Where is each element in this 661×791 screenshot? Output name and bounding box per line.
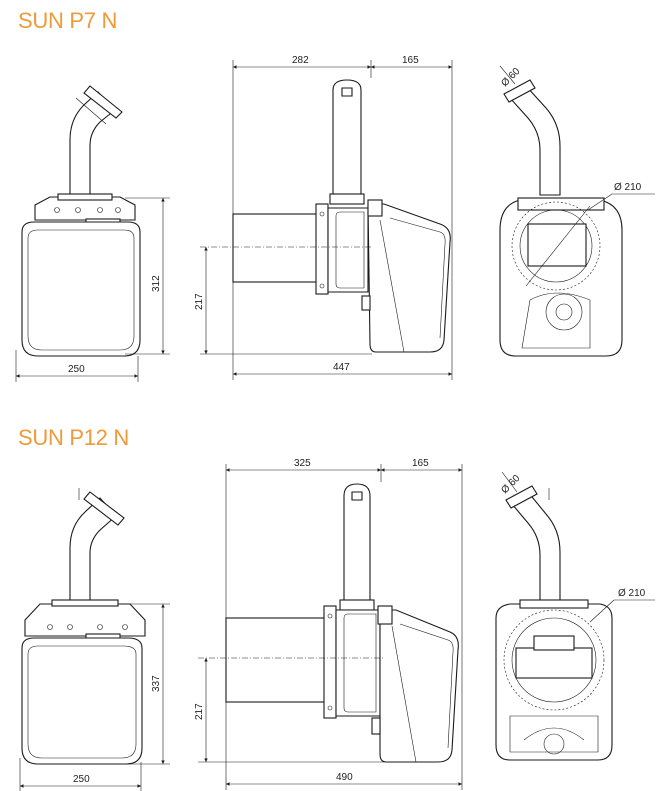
dim-back-p12 (501, 471, 655, 623)
dim-flange-diameter-p12: Ø 210 (618, 588, 646, 599)
back-view-p7 (499, 79, 623, 357)
dim-side-p7 (200, 60, 453, 380)
dim-front-height-p12: 337 (151, 675, 162, 692)
front-view-p7 (21, 85, 141, 357)
back-view-p12 (495, 485, 613, 761)
dim-front-height-p7: 312 (151, 275, 162, 292)
dim-back-p7 (499, 65, 655, 211)
model-title-p7: SUN P7 N (18, 8, 118, 33)
dim-side-total-p12: 490 (336, 772, 353, 783)
side-view-p12 (198, 483, 459, 763)
model-title-p12: SUN P12 N (18, 425, 130, 450)
dim-front-p7 (15, 197, 170, 382)
dim-axis-height-p7: 217 (194, 293, 205, 310)
dim-side-length-b-p12: 165 (412, 458, 429, 469)
dim-front-width-p12: 250 (73, 774, 90, 785)
dim-front-width-p7: 250 (68, 364, 85, 375)
dim-side-length-b-p7: 165 (402, 55, 419, 66)
dim-axis-height-p12: 217 (194, 703, 205, 720)
dim-side-p12 (198, 464, 463, 790)
front-view-p12 (21, 488, 146, 765)
dim-side-total-p7: 447 (333, 362, 350, 373)
dim-flange-diameter-p7: Ø 210 (614, 182, 642, 193)
dim-side-length-a-p7: 282 (292, 55, 309, 66)
dim-side-length-a-p12: 325 (294, 458, 311, 469)
dim-front-p12 (19, 603, 170, 791)
side-view-p7 (200, 79, 451, 353)
